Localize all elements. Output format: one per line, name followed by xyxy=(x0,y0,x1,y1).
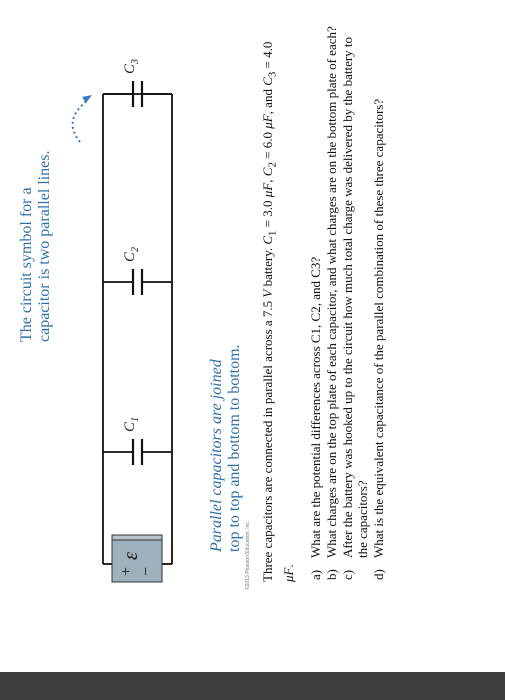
question-item: a)What are the potential differences acr… xyxy=(307,256,323,580)
capacitor-label-c1: C1 xyxy=(122,416,141,432)
battery-plus: + xyxy=(118,566,135,576)
battery-minus: − xyxy=(138,566,155,576)
callout-top-line1: The circuit symbol for a xyxy=(18,187,35,342)
capacitor-label-c3: C3 xyxy=(122,58,141,74)
document-page: + ε − C1 C2 C3 The circuit symbol for a … xyxy=(0,0,387,672)
arrow-head xyxy=(82,95,92,103)
question-item: d)What is the equivalent capacitance of … xyxy=(370,98,386,580)
battery xyxy=(111,534,163,583)
question-list: a)What are the potential differences acr… xyxy=(308,22,386,582)
rotated-content: + ε − C1 C2 C3 The circuit symbol for a … xyxy=(0,0,387,672)
circuit-diagram xyxy=(71,81,173,583)
capacitor-label-c2: C2 xyxy=(122,246,141,262)
capacitor-plates xyxy=(131,81,144,465)
circuit-figure: + ε − C1 C2 C3 The circuit symbol for a … xyxy=(0,0,251,672)
battery-emf: ε xyxy=(120,552,142,560)
viewer-bottom-bar xyxy=(0,672,505,700)
problem-text: Three capacitors are connected in parall… xyxy=(260,22,387,582)
figure-credit: ©2013 Pearson Education, Inc. xyxy=(245,520,251,590)
circuit-wires xyxy=(102,93,173,565)
callout-top-line2: capacitor is two parallel lines. xyxy=(36,150,53,342)
problem-intro: Three capacitors are connected in parall… xyxy=(260,41,296,582)
callout-bottom-line2: top to top and bottom to bottom. xyxy=(226,344,243,552)
question-item: c)After the battery was hooked up to the… xyxy=(339,36,370,580)
question-item: b)What charges are on the top plate of e… xyxy=(323,26,339,580)
callout-bottom-line1: Parallel capacitors are joined xyxy=(208,359,225,552)
callout-arrow xyxy=(71,99,89,143)
